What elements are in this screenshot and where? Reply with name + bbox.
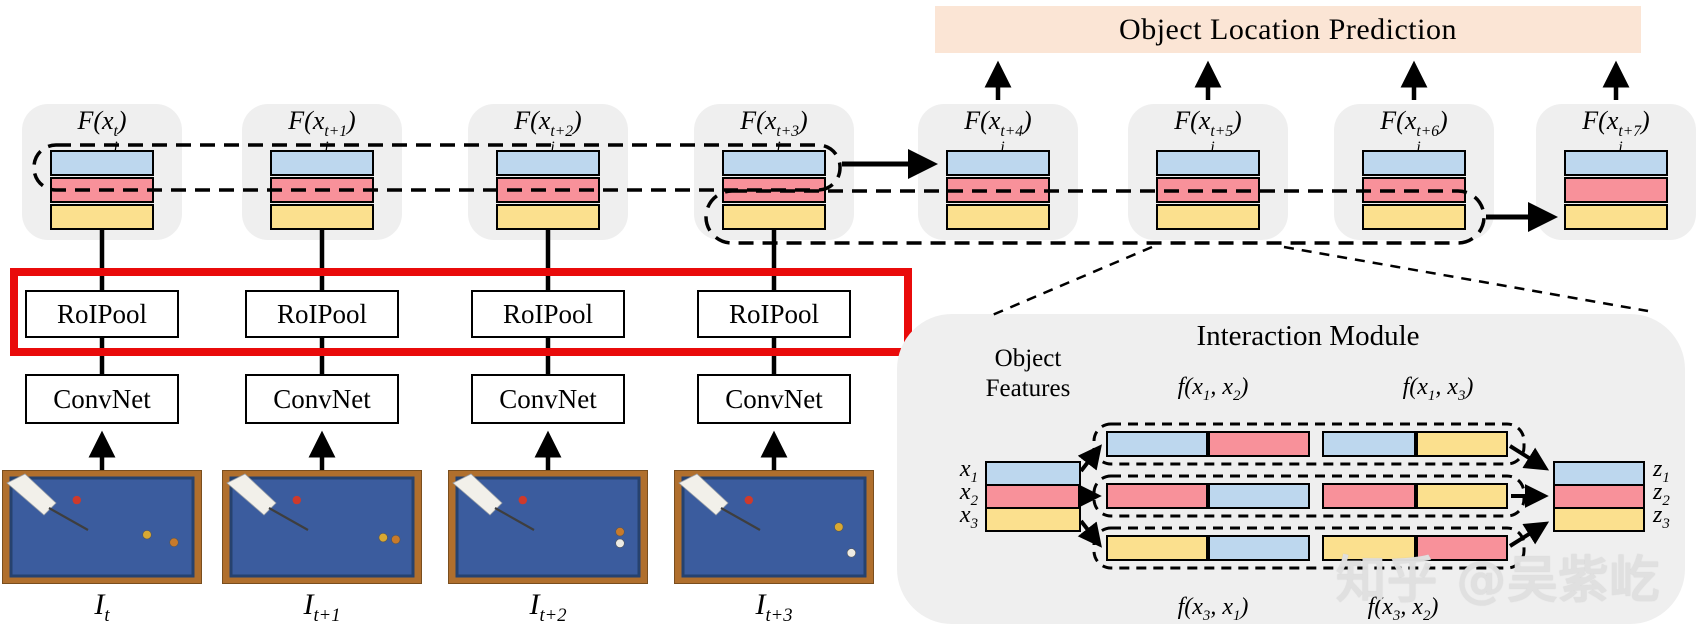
output-feature-bar <box>1553 461 1645 486</box>
output-feature-label: z2 <box>1653 479 1670 509</box>
output-feature-bar <box>1553 507 1645 532</box>
pair-function-label-top-left: f(x1, x2) <box>1177 374 1249 404</box>
frame-label: It+1 <box>303 588 341 626</box>
red-ball <box>744 495 753 505</box>
input-frame <box>221 469 423 585</box>
cue-stick <box>452 473 503 516</box>
feature-bar-pink <box>1362 177 1466 203</box>
feature-bar-pink <box>1564 177 1668 203</box>
pair-feature-cell <box>1322 483 1416 509</box>
feature-bar-blue <box>270 150 374 176</box>
pair-feature-cell <box>1106 483 1208 509</box>
roipool-box: RoIPool <box>25 290 179 338</box>
feature-bar-pink <box>496 177 600 203</box>
input-feature-bar <box>985 461 1081 486</box>
red-ball <box>518 495 527 505</box>
pair-feature-cell <box>1106 535 1208 561</box>
input-frame <box>1 469 203 585</box>
convnet-box: ConvNet <box>697 374 851 424</box>
billiard-table-image <box>1 469 203 585</box>
convnet-box: ConvNet <box>471 374 625 424</box>
feature-bar-blue <box>722 150 826 176</box>
convnet-box: ConvNet <box>245 374 399 424</box>
feature-bar-yellow <box>1564 204 1668 230</box>
feature-bar-pink <box>270 177 374 203</box>
frame-label: It <box>94 588 110 626</box>
pair-feature-cell <box>1208 483 1310 509</box>
pair-function-label-bottom-left: f(x3, x1) <box>1177 594 1249 624</box>
cue-stick <box>6 473 57 516</box>
feature-bar-yellow <box>722 204 826 230</box>
feature-bar-blue <box>496 150 600 176</box>
feature-bar-blue <box>1564 150 1668 176</box>
pair-function-label-top-right: f(x1, x3) <box>1402 374 1474 404</box>
watermark: 知乎 @吴紫屹 <box>1336 551 1661 609</box>
pair-feature-cell <box>1416 483 1508 509</box>
feature-bar-yellow <box>1362 204 1466 230</box>
feature-bar-yellow <box>1156 204 1260 230</box>
frame-label: It+3 <box>755 588 793 626</box>
object-features-line1: Object <box>994 345 1062 372</box>
input-feature-bar <box>985 484 1081 509</box>
cue-stick <box>226 473 277 516</box>
feature-bar-blue <box>946 150 1050 176</box>
roipool-highlight-box <box>10 268 912 356</box>
input-feature-label: x2 <box>959 479 978 509</box>
billiard-table-image <box>221 469 423 585</box>
input-feature-bar <box>985 507 1081 532</box>
input-feature-label: x1 <box>959 456 978 486</box>
roipool-box: RoIPool <box>471 290 625 338</box>
pair-feature-cell <box>1416 431 1508 457</box>
convnet-box: ConvNet <box>25 374 179 424</box>
output-feature-label: z1 <box>1653 456 1670 486</box>
input-frame <box>447 469 649 585</box>
feature-bar-blue <box>50 150 154 176</box>
feature-bar-yellow <box>270 204 374 230</box>
output-feature-bar <box>1553 484 1645 509</box>
pair-feature-cell <box>1106 431 1208 457</box>
red-ball <box>72 495 82 505</box>
feature-bar-yellow <box>50 204 154 230</box>
object-features-line2: Features <box>985 375 1071 402</box>
feature-bar-pink <box>1156 177 1260 203</box>
roipool-box: RoIPool <box>697 290 851 338</box>
interaction-module-title: Interaction Module <box>1196 320 1420 352</box>
roipool-box: RoIPool <box>245 290 399 338</box>
frame-label: It+2 <box>529 588 567 626</box>
feature-bar-blue <box>1156 150 1260 176</box>
input-feature-label: x3 <box>959 502 978 532</box>
feature-bar-pink <box>722 177 826 203</box>
feature-bar-blue <box>1362 150 1466 176</box>
prediction-banner-label: Object Location Prediction <box>1119 12 1457 46</box>
output-feature-label: z3 <box>1653 502 1670 532</box>
pair-function-label-bottom-right: f(x3, x2) <box>1367 594 1439 624</box>
input-frame <box>673 469 875 585</box>
cue-stick <box>678 473 729 516</box>
feature-bar-pink <box>50 177 154 203</box>
pair-feature-cell <box>1208 535 1310 561</box>
prediction-banner: Object Location Prediction <box>935 6 1641 53</box>
feature-bar-yellow <box>496 204 600 230</box>
red-ball <box>292 495 301 505</box>
object-features-label: Object Features <box>950 344 1106 404</box>
pair-feature-cell <box>1208 431 1310 457</box>
feature-bar-yellow <box>946 204 1050 230</box>
billiard-table-image <box>447 469 649 585</box>
pair-feature-cell <box>1322 431 1416 457</box>
billiard-table-image <box>673 469 875 585</box>
feature-bar-pink <box>946 177 1050 203</box>
